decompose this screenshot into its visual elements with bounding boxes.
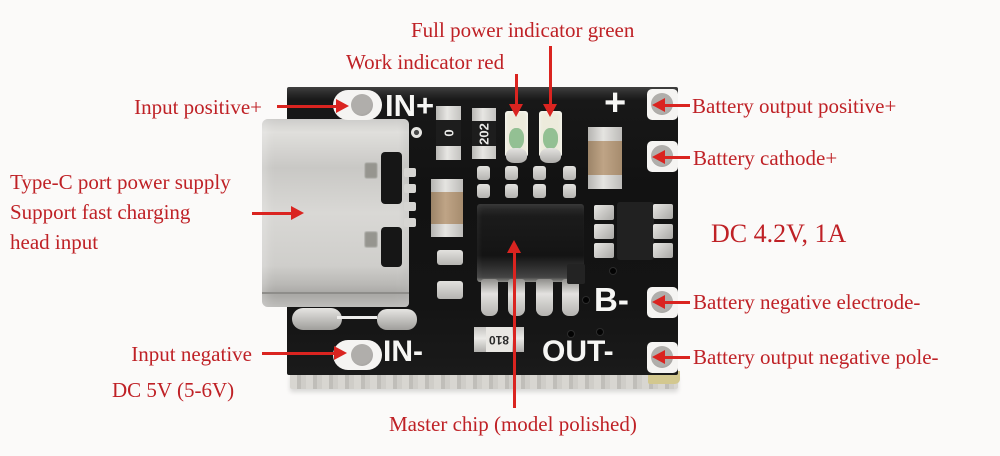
arrow-typec-port: [252, 212, 292, 215]
label-typec-line2: Support fast charging: [10, 200, 191, 224]
chip-leg: [481, 279, 498, 316]
arrowhead-full-power-indicator: [543, 104, 557, 117]
arrow-master-chip: [513, 252, 516, 408]
usb-c-notch: [381, 152, 402, 204]
capacitor-right: [588, 127, 622, 189]
smd-component: [567, 264, 585, 284]
arrowhead-battery-output-negative: [652, 350, 665, 364]
arrowhead-typec-port: [291, 206, 304, 220]
connector-pin-pad: [404, 184, 416, 193]
connector-pin-pad: [404, 168, 416, 177]
pcb-bottom-edge: [290, 373, 678, 389]
chip-leg: [562, 279, 579, 316]
solder-pad: [437, 250, 463, 265]
arrowhead-battery-cathode: [652, 150, 665, 164]
silkscreen-in-plus: IN+: [385, 88, 435, 123]
label-battery-output-positive: Battery output positive+: [692, 94, 897, 118]
ic-pad: [594, 205, 614, 220]
ic-pad: [653, 243, 673, 258]
solder-pad: [505, 184, 518, 198]
connector-pin-pad: [404, 202, 416, 211]
capacitor-left: [431, 179, 463, 237]
usb-c-solder-tab: [292, 308, 342, 330]
ic-pad: [653, 224, 673, 239]
usb-c-pin-mark: [364, 162, 378, 179]
usb-c-pin-mark: [364, 231, 378, 248]
solder-pad: [505, 166, 518, 180]
arrow-battery-output-positive: [664, 104, 690, 107]
arrowhead-battery-output-positive: [652, 98, 665, 112]
silkscreen-b-minus: B-: [594, 281, 629, 318]
label-battery-output-negative: Battery output negative pole-: [693, 345, 939, 369]
ic-pad: [653, 204, 673, 219]
silkscreen-out-minus: OUT-: [542, 335, 614, 368]
resistor-810: 810: [474, 327, 524, 352]
label-battery-cathode: Battery cathode+: [693, 146, 838, 170]
led-full-green: [539, 111, 562, 163]
main-charging-chip: [477, 204, 584, 282]
label-typec-line1: Type-C port power supply: [10, 170, 231, 194]
arrowhead-master-chip: [507, 240, 521, 253]
arrowhead-input-negative: [334, 346, 347, 360]
chip-leg: [536, 279, 553, 316]
led-work-red: [505, 111, 528, 163]
connector-pin-pad: [404, 218, 416, 227]
arrowhead-battery-negative: [652, 295, 665, 309]
arrow-full-power-indicator: [549, 46, 552, 106]
arrowhead-input-positive: [336, 99, 349, 113]
via-hole: [568, 331, 574, 337]
label-input-positive: Input positive+: [134, 95, 262, 119]
ic-pad: [594, 243, 614, 258]
arrowhead-work-indicator: [509, 104, 523, 117]
label-input-negative: Input negative: [131, 342, 252, 366]
solder-pad: [533, 166, 546, 180]
resistor-0: 0: [436, 106, 461, 160]
arrow-work-indicator: [515, 74, 518, 106]
label-typec-line3: head input: [10, 230, 99, 254]
resistor-202: 202: [472, 108, 496, 159]
arrow-battery-output-negative: [664, 356, 690, 359]
arrow-input-negative: [262, 352, 335, 355]
chip-leg: [508, 279, 525, 316]
usb-c-shell-seam: [262, 292, 409, 294]
solder-pad: [477, 166, 490, 180]
usb-c-solder-tab: [377, 309, 417, 330]
solder-pad: [477, 184, 490, 198]
arrow-battery-negative: [664, 301, 690, 304]
via-hole: [610, 268, 616, 274]
silkscreen-line: [337, 316, 377, 319]
silkscreen-plus: +: [604, 82, 627, 124]
via-hole: [597, 329, 603, 335]
arrow-battery-cathode: [664, 156, 690, 159]
via-hole: [583, 297, 589, 303]
label-battery-negative: Battery negative electrode-: [693, 290, 921, 314]
label-work-indicator: Work indicator red: [346, 50, 505, 74]
label-dc-output: DC 4.2V, 1A: [711, 219, 847, 248]
label-dc-input: DC 5V (5-6V): [112, 378, 235, 402]
solder-pad: [563, 184, 576, 198]
label-full-power-indicator: Full power indicator green: [411, 18, 635, 42]
solder-pad: [563, 166, 576, 180]
ic-pad: [594, 224, 614, 239]
pad-input-positive: [333, 90, 382, 120]
silkscreen-in-minus: IN-: [383, 335, 423, 368]
arrow-input-positive: [277, 105, 337, 108]
via-hole: [411, 127, 422, 138]
protection-ic: [617, 202, 654, 260]
solder-pad: [533, 184, 546, 198]
usb-c-notch: [381, 227, 402, 267]
label-master-chip: Master chip (model polished): [389, 412, 637, 436]
solder-pad: [437, 281, 463, 299]
